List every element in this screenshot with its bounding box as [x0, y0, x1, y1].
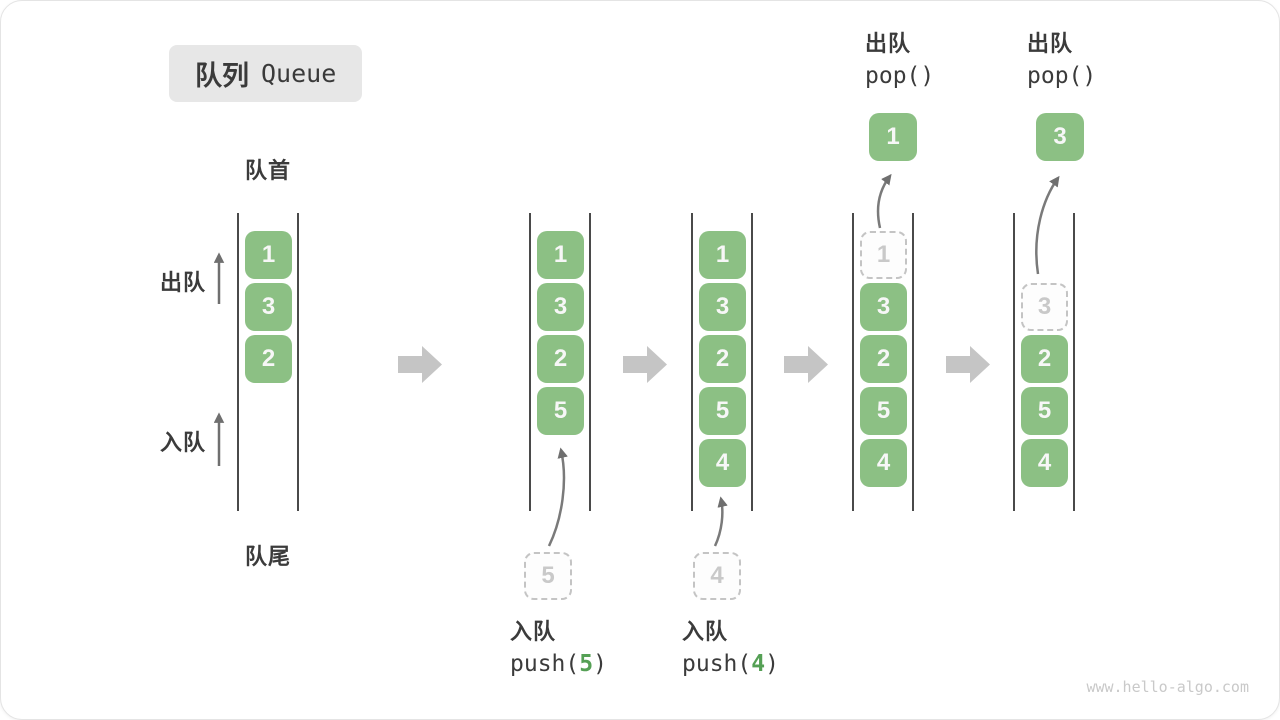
- queue-column-state-4: 1 3 2 5 4: [852, 213, 914, 511]
- queue-rear-label: 队尾: [244, 544, 291, 569]
- push-arg: 4: [751, 651, 766, 677]
- queue-cell: 5: [860, 387, 907, 435]
- queue-cell: 1: [699, 231, 746, 279]
- popped-cell: 3: [1036, 113, 1084, 161]
- pop-action-text: 出队: [865, 31, 912, 56]
- queue-cell: 4: [1021, 439, 1068, 487]
- diagram-title-zh: 队列: [195, 61, 249, 91]
- next-state-block-arrow-icon: [946, 346, 990, 383]
- queue-cell: 2: [860, 335, 907, 383]
- queue-column-state-1: 1 3 2: [237, 213, 299, 511]
- queue-cell: 3: [699, 283, 746, 331]
- queue-cell: 4: [860, 439, 907, 487]
- ghost-cell: 1: [860, 231, 907, 279]
- pending-cell: 4: [693, 552, 741, 600]
- queue-cell: 2: [1021, 335, 1068, 383]
- queue-cell: 1: [537, 231, 584, 279]
- queue-cell: 5: [537, 387, 584, 435]
- push-code-text: push(4): [682, 651, 779, 677]
- queue-column-state-3: 1 3 2 5 4: [691, 213, 753, 511]
- queue-cell: 2: [699, 335, 746, 383]
- pop-action-text: 出队: [1027, 31, 1074, 56]
- queue-cell: 2: [245, 335, 292, 383]
- next-state-block-arrow-icon: [784, 346, 828, 383]
- watermark: www.hello-algo.com: [1086, 678, 1249, 696]
- queue-cell: 5: [699, 387, 746, 435]
- next-state-block-arrow-icon: [398, 346, 442, 383]
- next-state-block-arrow-icon: [623, 346, 667, 383]
- push-operation-label: 入队 push(4): [682, 617, 779, 681]
- popped-cell: 1: [869, 113, 917, 161]
- push-code-text: push(5): [510, 651, 607, 677]
- diagram-title-en: Queue: [261, 59, 337, 88]
- ghost-cell: 3: [1021, 283, 1068, 331]
- queue-cell: 5: [1021, 387, 1068, 435]
- push-arg: 5: [579, 651, 594, 677]
- queue-column-state-5: 3 2 5 4: [1013, 213, 1075, 511]
- queue-cell: 1: [245, 231, 292, 279]
- queue-column-state-2: 1 3 2 5: [529, 213, 591, 511]
- enqueue-side-label: 入队: [159, 430, 206, 455]
- pop-operation-label: 出队 pop(): [865, 29, 934, 93]
- diagram-title-box: 队列 Queue: [169, 45, 363, 102]
- queue-cell: 3: [245, 283, 292, 331]
- dequeue-side-label: 出队: [159, 270, 206, 295]
- queue-front-label: 队首: [244, 158, 291, 183]
- queue-cell: 3: [537, 283, 584, 331]
- queue-cell: 2: [537, 335, 584, 383]
- queue-cell: 4: [699, 439, 746, 487]
- pending-cell: 5: [524, 552, 572, 600]
- pop-code-text: pop(): [865, 63, 935, 89]
- pop-code-text: pop(): [1027, 63, 1097, 89]
- queue-cell: 3: [860, 283, 907, 331]
- push-action-text: 入队: [510, 619, 557, 644]
- pop-operation-label: 出队 pop(): [1027, 29, 1096, 93]
- push-operation-label: 入队 push(5): [510, 617, 607, 681]
- push-action-text: 入队: [682, 619, 729, 644]
